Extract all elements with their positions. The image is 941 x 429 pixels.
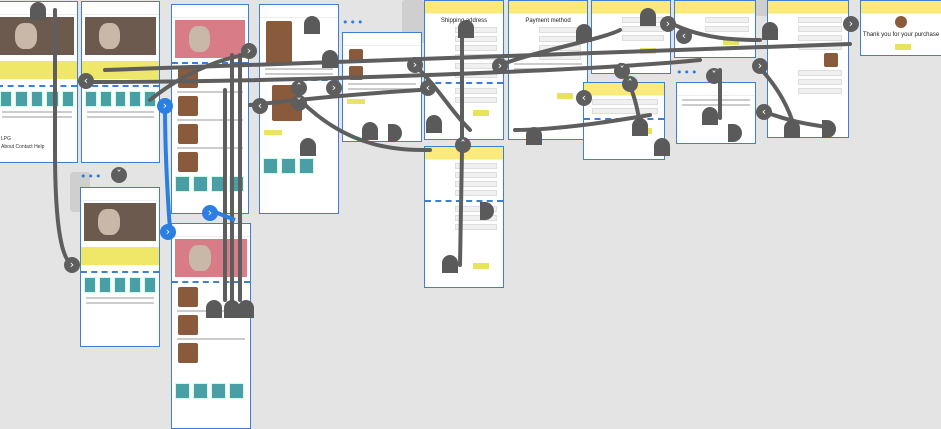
payment-title: Payment method bbox=[525, 18, 571, 24]
more-indicator: ••• bbox=[676, 66, 699, 79]
more-indicator: ••• bbox=[342, 16, 365, 29]
frame-cart[interactable] bbox=[342, 32, 422, 142]
connector-node bbox=[322, 50, 338, 68]
connector-node bbox=[526, 127, 542, 145]
nav-prev-button[interactable]: ‹ bbox=[676, 28, 692, 44]
connector-node bbox=[362, 122, 378, 140]
nav-prev-button[interactable]: ‹ bbox=[252, 98, 268, 114]
nav-next-button[interactable]: › bbox=[241, 43, 257, 59]
connector-node bbox=[458, 20, 474, 38]
connector-node bbox=[654, 138, 670, 156]
nav-up-button[interactable]: ˆ bbox=[622, 76, 638, 92]
nav-next-button[interactable]: › bbox=[407, 57, 423, 73]
connector-node bbox=[576, 24, 592, 42]
connector-node bbox=[762, 22, 778, 40]
connector-node bbox=[822, 120, 836, 138]
connector-node bbox=[426, 115, 442, 133]
frame-home-a[interactable]: LPG About Contact Help bbox=[0, 1, 78, 163]
nav-down-button[interactable]: ˇ bbox=[706, 68, 722, 84]
frame-product-list[interactable] bbox=[171, 4, 249, 214]
category-image bbox=[175, 20, 245, 58]
connector-node bbox=[640, 8, 656, 26]
frame-payment[interactable]: Payment method bbox=[508, 0, 588, 140]
connector-node bbox=[304, 16, 320, 34]
promo-band bbox=[81, 247, 159, 265]
frame-home-c[interactable] bbox=[80, 187, 160, 347]
connector-node bbox=[442, 255, 458, 273]
nav-up-button[interactable]: ˆ bbox=[455, 137, 471, 153]
nav-down-button[interactable]: ˇ bbox=[291, 95, 307, 111]
nav-next-button[interactable]: › bbox=[157, 98, 173, 114]
footer-logo: LPG bbox=[1, 136, 12, 142]
frame-product-list-2[interactable] bbox=[171, 223, 251, 429]
connector-node bbox=[784, 120, 800, 138]
nav-next-button[interactable]: › bbox=[326, 80, 342, 96]
nav-next-button[interactable]: › bbox=[64, 257, 80, 273]
connector-node bbox=[702, 107, 718, 125]
connector-node bbox=[728, 124, 742, 142]
connector-node bbox=[388, 124, 402, 142]
connector-node bbox=[632, 118, 648, 136]
nav-selected-button[interactable]: › bbox=[202, 205, 218, 221]
confirm-title: Thank you for your purchase bbox=[862, 32, 940, 38]
nav-prev-button[interactable]: ‹ bbox=[756, 104, 772, 120]
nav-prev-button[interactable]: ‹ bbox=[78, 73, 94, 89]
connector-node bbox=[238, 300, 254, 318]
nav-prev-button[interactable]: ‹ bbox=[576, 90, 592, 106]
nav-next-button[interactable]: › bbox=[752, 58, 768, 74]
nav-next-button[interactable]: › bbox=[843, 16, 859, 32]
connector-node bbox=[206, 300, 222, 318]
frame-summary[interactable] bbox=[767, 0, 849, 138]
frame-confirmation[interactable]: Thank you for your purchase bbox=[860, 0, 941, 56]
nav-up-button[interactable]: ˆ bbox=[291, 80, 307, 96]
footer-links: About Contact Help bbox=[1, 144, 45, 150]
connector-node bbox=[300, 138, 316, 156]
frame-shipping-2[interactable] bbox=[424, 146, 504, 288]
hero-image bbox=[0, 17, 74, 55]
more-indicator: ••• bbox=[80, 170, 103, 183]
connector-node bbox=[30, 2, 46, 20]
frame-review[interactable] bbox=[583, 82, 665, 160]
frame-account[interactable] bbox=[591, 0, 671, 74]
nav-prev-button[interactable]: ‹ bbox=[420, 80, 436, 96]
connector-node bbox=[480, 202, 494, 220]
nav-down-button[interactable]: ˇ bbox=[614, 63, 630, 79]
nav-selected-button[interactable]: › bbox=[160, 224, 176, 240]
nav-next-button[interactable]: › bbox=[660, 16, 676, 32]
category-image bbox=[175, 239, 247, 277]
paw-icon bbox=[895, 16, 907, 28]
nav-next-button[interactable]: › bbox=[492, 58, 508, 74]
hero-image bbox=[84, 203, 156, 241]
hero-image bbox=[85, 17, 156, 55]
nav-down-button[interactable]: ˇ bbox=[111, 167, 127, 183]
connector-node bbox=[224, 300, 240, 318]
promo-band bbox=[0, 61, 77, 79]
promo-band bbox=[82, 61, 159, 79]
